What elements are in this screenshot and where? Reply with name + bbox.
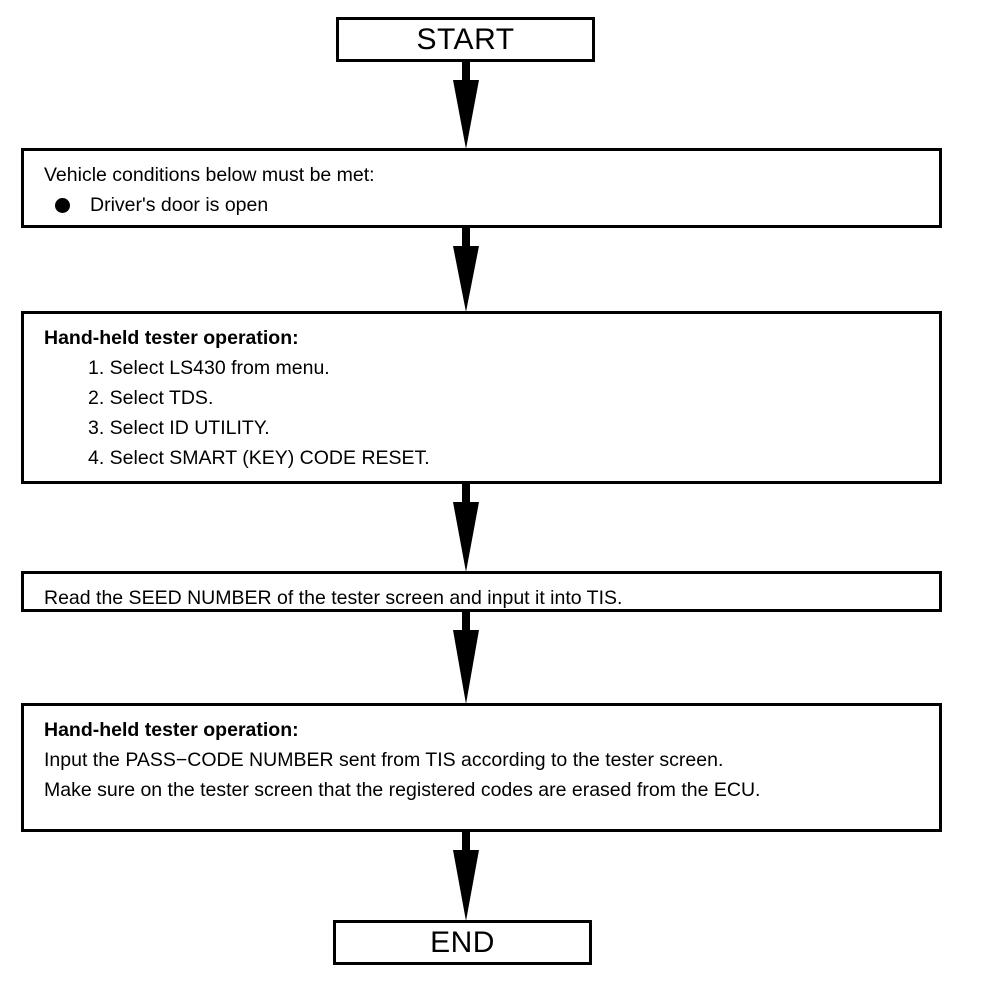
vehicle-conditions-bullet-0: Driver's door is open bbox=[90, 194, 269, 216]
flowchart-node-vehicle-conditions: Vehicle conditions below must be met: Dr… bbox=[21, 148, 942, 228]
passcode-line-1: Input the PASS−CODE NUMBER sent from TIS… bbox=[44, 749, 724, 771]
connector-arrow-passcode-to-end bbox=[445, 832, 487, 921]
bullet-dot-icon bbox=[55, 197, 70, 213]
flowchart-node-tester-operation-steps: Hand-held tester operation: 1. Select LS… bbox=[21, 311, 942, 484]
start-label: START bbox=[416, 22, 515, 56]
seed-text: Read the SEED NUMBER of the tester scree… bbox=[44, 587, 623, 609]
flowchart-node-read-seed-number: Read the SEED NUMBER of the tester scree… bbox=[21, 571, 942, 612]
tester-ops-step-4: 4. Select SMART (KEY) CODE RESET. bbox=[88, 447, 430, 469]
tester-ops-step-3: 3. Select ID UTILITY. bbox=[88, 417, 270, 439]
vehicle-conditions-bullet-row: Driver's door is open bbox=[44, 190, 921, 220]
flowchart-node-passcode-entry: Hand-held tester operation: Input the PA… bbox=[21, 703, 942, 832]
passcode-heading: Hand-held tester operation: bbox=[44, 719, 299, 741]
flowchart-node-end: END bbox=[333, 920, 592, 965]
tester-ops-heading: Hand-held tester operation: bbox=[44, 327, 299, 349]
connector-arrow-tester-ops-to-seed bbox=[445, 484, 487, 572]
connector-arrow-conditions-to-tester-ops bbox=[445, 228, 487, 312]
tester-ops-step-1: 1. Select LS430 from menu. bbox=[88, 357, 330, 379]
end-label: END bbox=[430, 925, 495, 959]
tester-ops-step-2: 2. Select TDS. bbox=[88, 387, 214, 409]
vehicle-conditions-heading: Vehicle conditions below must be met: bbox=[44, 164, 375, 186]
passcode-line-2: Make sure on the tester screen that the … bbox=[44, 779, 761, 801]
flowchart-node-start: START bbox=[336, 17, 595, 62]
connector-arrow-seed-to-passcode bbox=[445, 612, 487, 704]
connector-arrow-start-to-conditions bbox=[445, 62, 487, 149]
